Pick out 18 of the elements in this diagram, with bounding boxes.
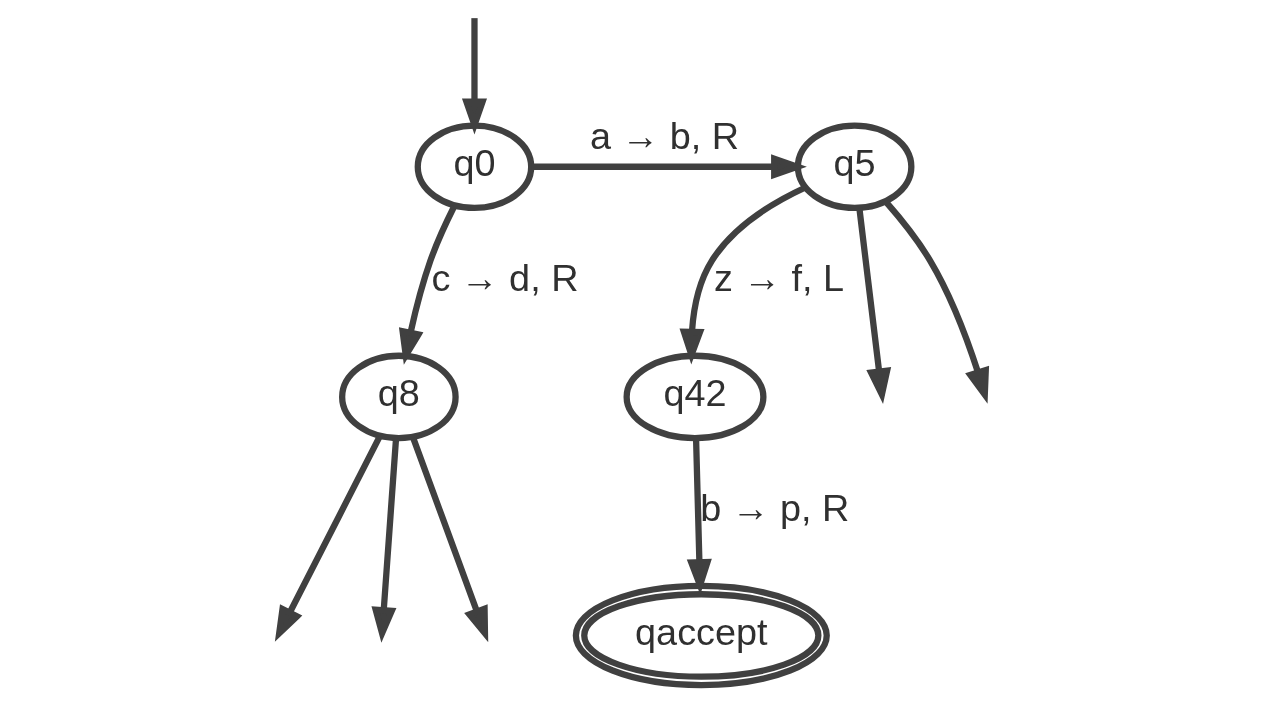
node-ellipse: q5 (794, 122, 914, 212)
edge-label: a → b, R (589, 114, 739, 157)
node-ellipse: q42 (623, 352, 766, 442)
arrow (530, 154, 807, 180)
edge-label: b → p, R (699, 487, 849, 530)
node-ellipse: q8 (338, 352, 459, 442)
node-ellipse: qaccept (572, 582, 830, 689)
arrow (274, 435, 382, 642)
node-ellipse: q0 (414, 122, 534, 212)
arrow (686, 438, 712, 595)
edge-label: z → f, L (713, 257, 844, 300)
arrow (855, 207, 891, 404)
edge-label: c → d, R (430, 257, 578, 300)
arrow (370, 438, 399, 643)
arrow (409, 436, 488, 643)
arrow (679, 184, 807, 365)
arrow (398, 205, 457, 365)
arrow (883, 199, 989, 404)
